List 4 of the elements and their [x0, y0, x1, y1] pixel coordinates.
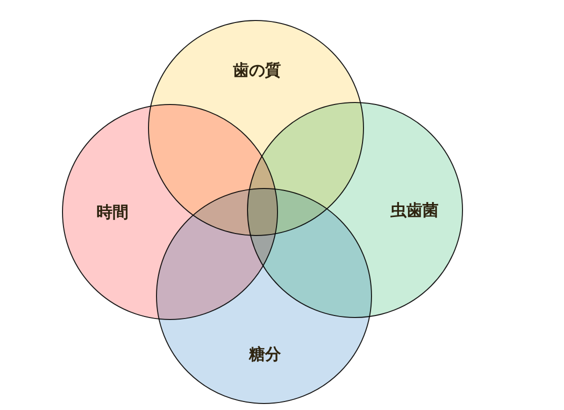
circle-label: 虫歯菌 [390, 200, 438, 222]
circle-label: 糖分 [249, 344, 281, 366]
circle-label: 歯の質 [233, 60, 281, 82]
circle-label: 時間 [96, 202, 129, 224]
